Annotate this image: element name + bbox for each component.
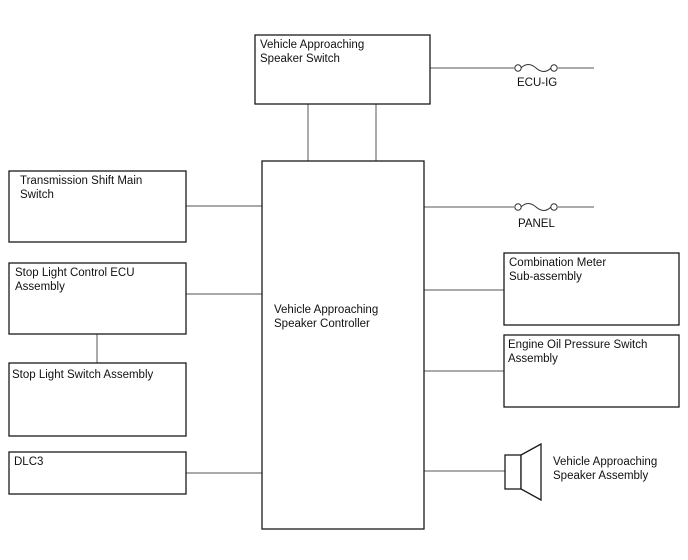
- speaker-icon: [504, 442, 542, 502]
- speaker-switch-label-1: Vehicle Approaching: [260, 39, 364, 51]
- controller-label-2: Speaker Controller: [274, 318, 370, 330]
- combination-meter-label-2: Sub-assembly: [509, 271, 582, 283]
- oil-pressure-switch-label-2: Assembly: [508, 353, 558, 365]
- oil-pressure-switch-label-1: Engine Oil Pressure Switch: [508, 339, 647, 351]
- controller-box: Vehicle Approaching Speaker Controller: [261, 160, 425, 530]
- stop-light-ecu-box: Stop Light Control ECU Assembly: [8, 262, 187, 335]
- transmission-switch-box: Transmission Shift Main Switch: [8, 170, 187, 243]
- stop-light-ecu-label-2: Assembly: [15, 281, 65, 293]
- stop-light-switch-label: Stop Light Switch Assembly: [12, 369, 154, 381]
- fuse-ecu-ig: ECU-IG: [514, 64, 558, 89]
- speaker-assembly: Vehicle Approaching Speaker Assembly: [504, 442, 657, 502]
- controller-label-1: Vehicle Approaching: [274, 304, 378, 316]
- fuse-panel-label: PANEL: [518, 218, 555, 230]
- stop-light-switch-box: Stop Light Switch Assembly: [8, 362, 187, 437]
- transmission-switch-label-2: Switch: [20, 189, 54, 201]
- combination-meter-label-1: Combination Meter: [509, 257, 606, 269]
- dlc3-label: DLC3: [14, 456, 43, 468]
- fuse-ecu-ig-label: ECU-IG: [517, 77, 557, 89]
- speaker-switch-box: Vehicle Approaching Speaker Switch: [254, 34, 431, 105]
- fuse-panel: PANEL: [514, 203, 558, 230]
- wires: [96, 67, 594, 474]
- oil-pressure-switch-box: Engine Oil Pressure Switch Assembly: [503, 334, 680, 408]
- dlc3-box: DLC3: [8, 451, 187, 495]
- speaker-switch-label-2: Speaker Switch: [260, 53, 340, 65]
- speaker-assembly-label-1: Vehicle Approaching: [553, 456, 657, 468]
- combination-meter-box: Combination Meter Sub-assembly: [503, 252, 680, 326]
- speaker-assembly-label-2: Speaker Assembly: [553, 470, 648, 482]
- stop-light-ecu-label-1: Stop Light Control ECU: [15, 267, 135, 279]
- transmission-switch-label-1: Transmission Shift Main: [20, 175, 142, 187]
